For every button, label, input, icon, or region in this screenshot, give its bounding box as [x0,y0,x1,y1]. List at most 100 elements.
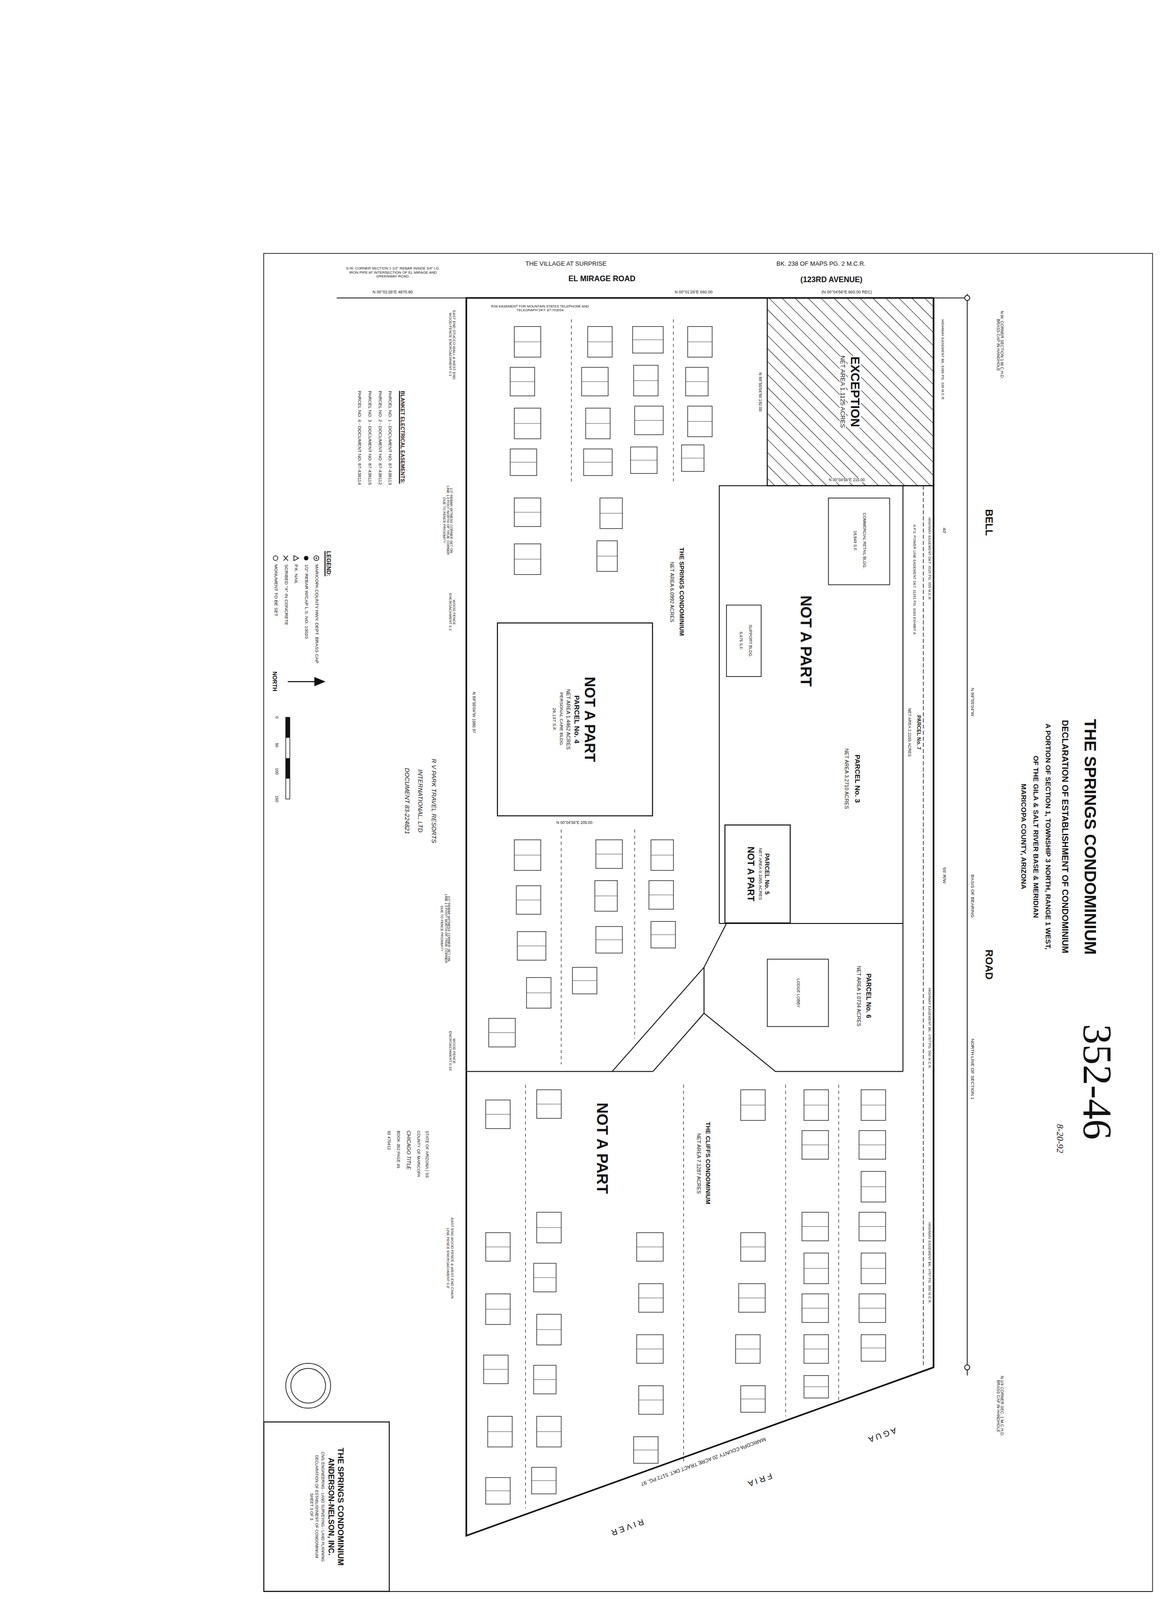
building-footprint [510,367,535,396]
building-wall [485,1490,511,1491]
plat-note: A.P.S. POWER LINE EASEMENT DKT. 11261 PG… [911,524,916,635]
plat-note: N 00°04'56"E 215.00 [828,477,866,482]
building-wall [858,1144,886,1145]
parcel-line [719,485,934,924]
building-footprint [533,1263,557,1292]
building-footprint [687,326,713,357]
building-wall [681,457,705,459]
building-footprint [572,966,598,994]
building-wall [632,339,664,340]
plat-note: 0 [274,716,279,719]
plat-note: EAST END STUCCO WALL & WEST END WOOD FEN… [446,304,455,386]
building-wall [587,341,613,343]
map-reference: BK. 238 OF MAPS PG. 2 M.C.R. [776,260,866,267]
monument-symbol [273,555,278,561]
building-wall [572,980,598,981]
building-wall [526,992,552,993]
building-footprint [516,885,541,915]
building-footprint [858,1211,886,1241]
lot-line [634,829,636,1039]
building-wall [599,513,623,514]
building-footprint [650,921,676,949]
plat-note: N 00°04'56"E 205.00 [556,820,593,825]
scribed-x-symbol [283,555,289,561]
property-boundary [466,298,934,1536]
north-label: NORTH [271,671,278,692]
lot-line [683,1084,684,1462]
building-wall [802,1307,829,1309]
section-line [966,293,968,1376]
building-footprint [596,839,623,869]
building-footprint [510,448,537,476]
building-wall [485,1308,511,1310]
building-footprint [858,1293,886,1323]
building-wall [516,899,541,900]
building-wall [533,1277,557,1278]
building-footprint [735,1334,760,1364]
building-footprint [802,1130,829,1159]
parcel-name: PARCEL No. 6 [865,972,873,1018]
building-footprint [861,1171,886,1202]
building-wall [514,422,542,424]
plat-title: THE SPRINGS CONDOMINIUM [1080,718,1099,955]
building-footprint [630,446,658,474]
building-footprint [804,1375,829,1398]
scale-bar-fill [285,758,291,779]
plat-note: NET AREA 7.1287 ACRES [695,1133,701,1194]
building-footprint [738,1283,766,1312]
building-footprint [596,926,623,954]
building-wall [585,422,611,424]
building-wall [536,1226,562,1228]
building-wall [634,420,664,421]
parcel-line [466,1070,654,1072]
building-wall [738,1297,766,1298]
building-wall [488,1032,516,1033]
building-wall [510,381,535,382]
building-footprint [514,497,542,527]
parcel-text: CIVIL ENGINEERING - LAND SURVEYING - LAN… [319,1451,324,1562]
plat-note: N 00°01'26"E 660.00 [674,289,713,295]
plat-note: NET AREA 1.0734 ACRES [855,965,862,1027]
title-block: THE SPRINGS CONDOMINIUMANDERSON-NELSON, … [263,1421,391,1592]
parcel-text: NOT A PART [744,846,756,902]
plat-note: NET AREA 3.2710 ACRES [843,748,850,809]
building-wall [685,381,709,382]
building-wall [636,1348,664,1349]
plat-note: R V PARK TRAVEL RESORTS [430,758,437,843]
building-wall [485,1246,511,1247]
building-wall [804,1348,829,1349]
legend-entry: MARICOPA COUNTY HWY. DEPT. BRASS CAP [313,564,320,664]
lot-line [560,829,562,1065]
building-footprint [638,1385,664,1415]
building-wall [517,945,546,946]
brass-cap-dot [315,557,317,559]
building-footprint [685,367,709,396]
section-corner [964,295,970,301]
road-name: ROAD [984,949,996,980]
building-wall [596,939,623,940]
plat-note: LODGE LOBBY [795,978,801,1008]
building-wall [514,854,542,856]
plat-note: 40' [941,527,947,534]
building-wall [514,559,542,560]
plat-note: 50 [274,742,279,748]
parcel-text: NET AREA 1.4462 ACRES [565,689,571,750]
exception-hatch [767,298,934,486]
building-footprint [804,1089,829,1120]
plat-note: BOOK 352 PAGE 46 [395,1130,401,1168]
parcel-text: ANDERSON-NELSON, INC. [325,1457,335,1555]
parcel-text: PERSONAL CARE BLDG. [558,692,564,747]
building-footprint [599,497,623,529]
building-footprint [514,543,542,575]
plat-note: WOOD FENCE ENCROACHMENT 0.33' [446,1022,455,1080]
plat-note: N 89°55'04"W 1580.97 [471,691,476,734]
plat-note: (N 00°04'56"E 660.00 REC) [821,289,872,295]
subdivision-name: THE VILLAGE AT SURPRISE [526,260,608,267]
lot-line [525,1084,526,1508]
plat-note: PARCEL NO. 2 - DOCUMENT NO. 87-438112 [376,390,383,485]
plat-note: BLANKET ELECTRICAL EASEMENTS: [399,390,406,484]
building-wall [487,1431,513,1432]
plat-drawing [263,252,1153,1592]
building-footprint [485,1293,511,1325]
building-footprint [536,1313,562,1345]
